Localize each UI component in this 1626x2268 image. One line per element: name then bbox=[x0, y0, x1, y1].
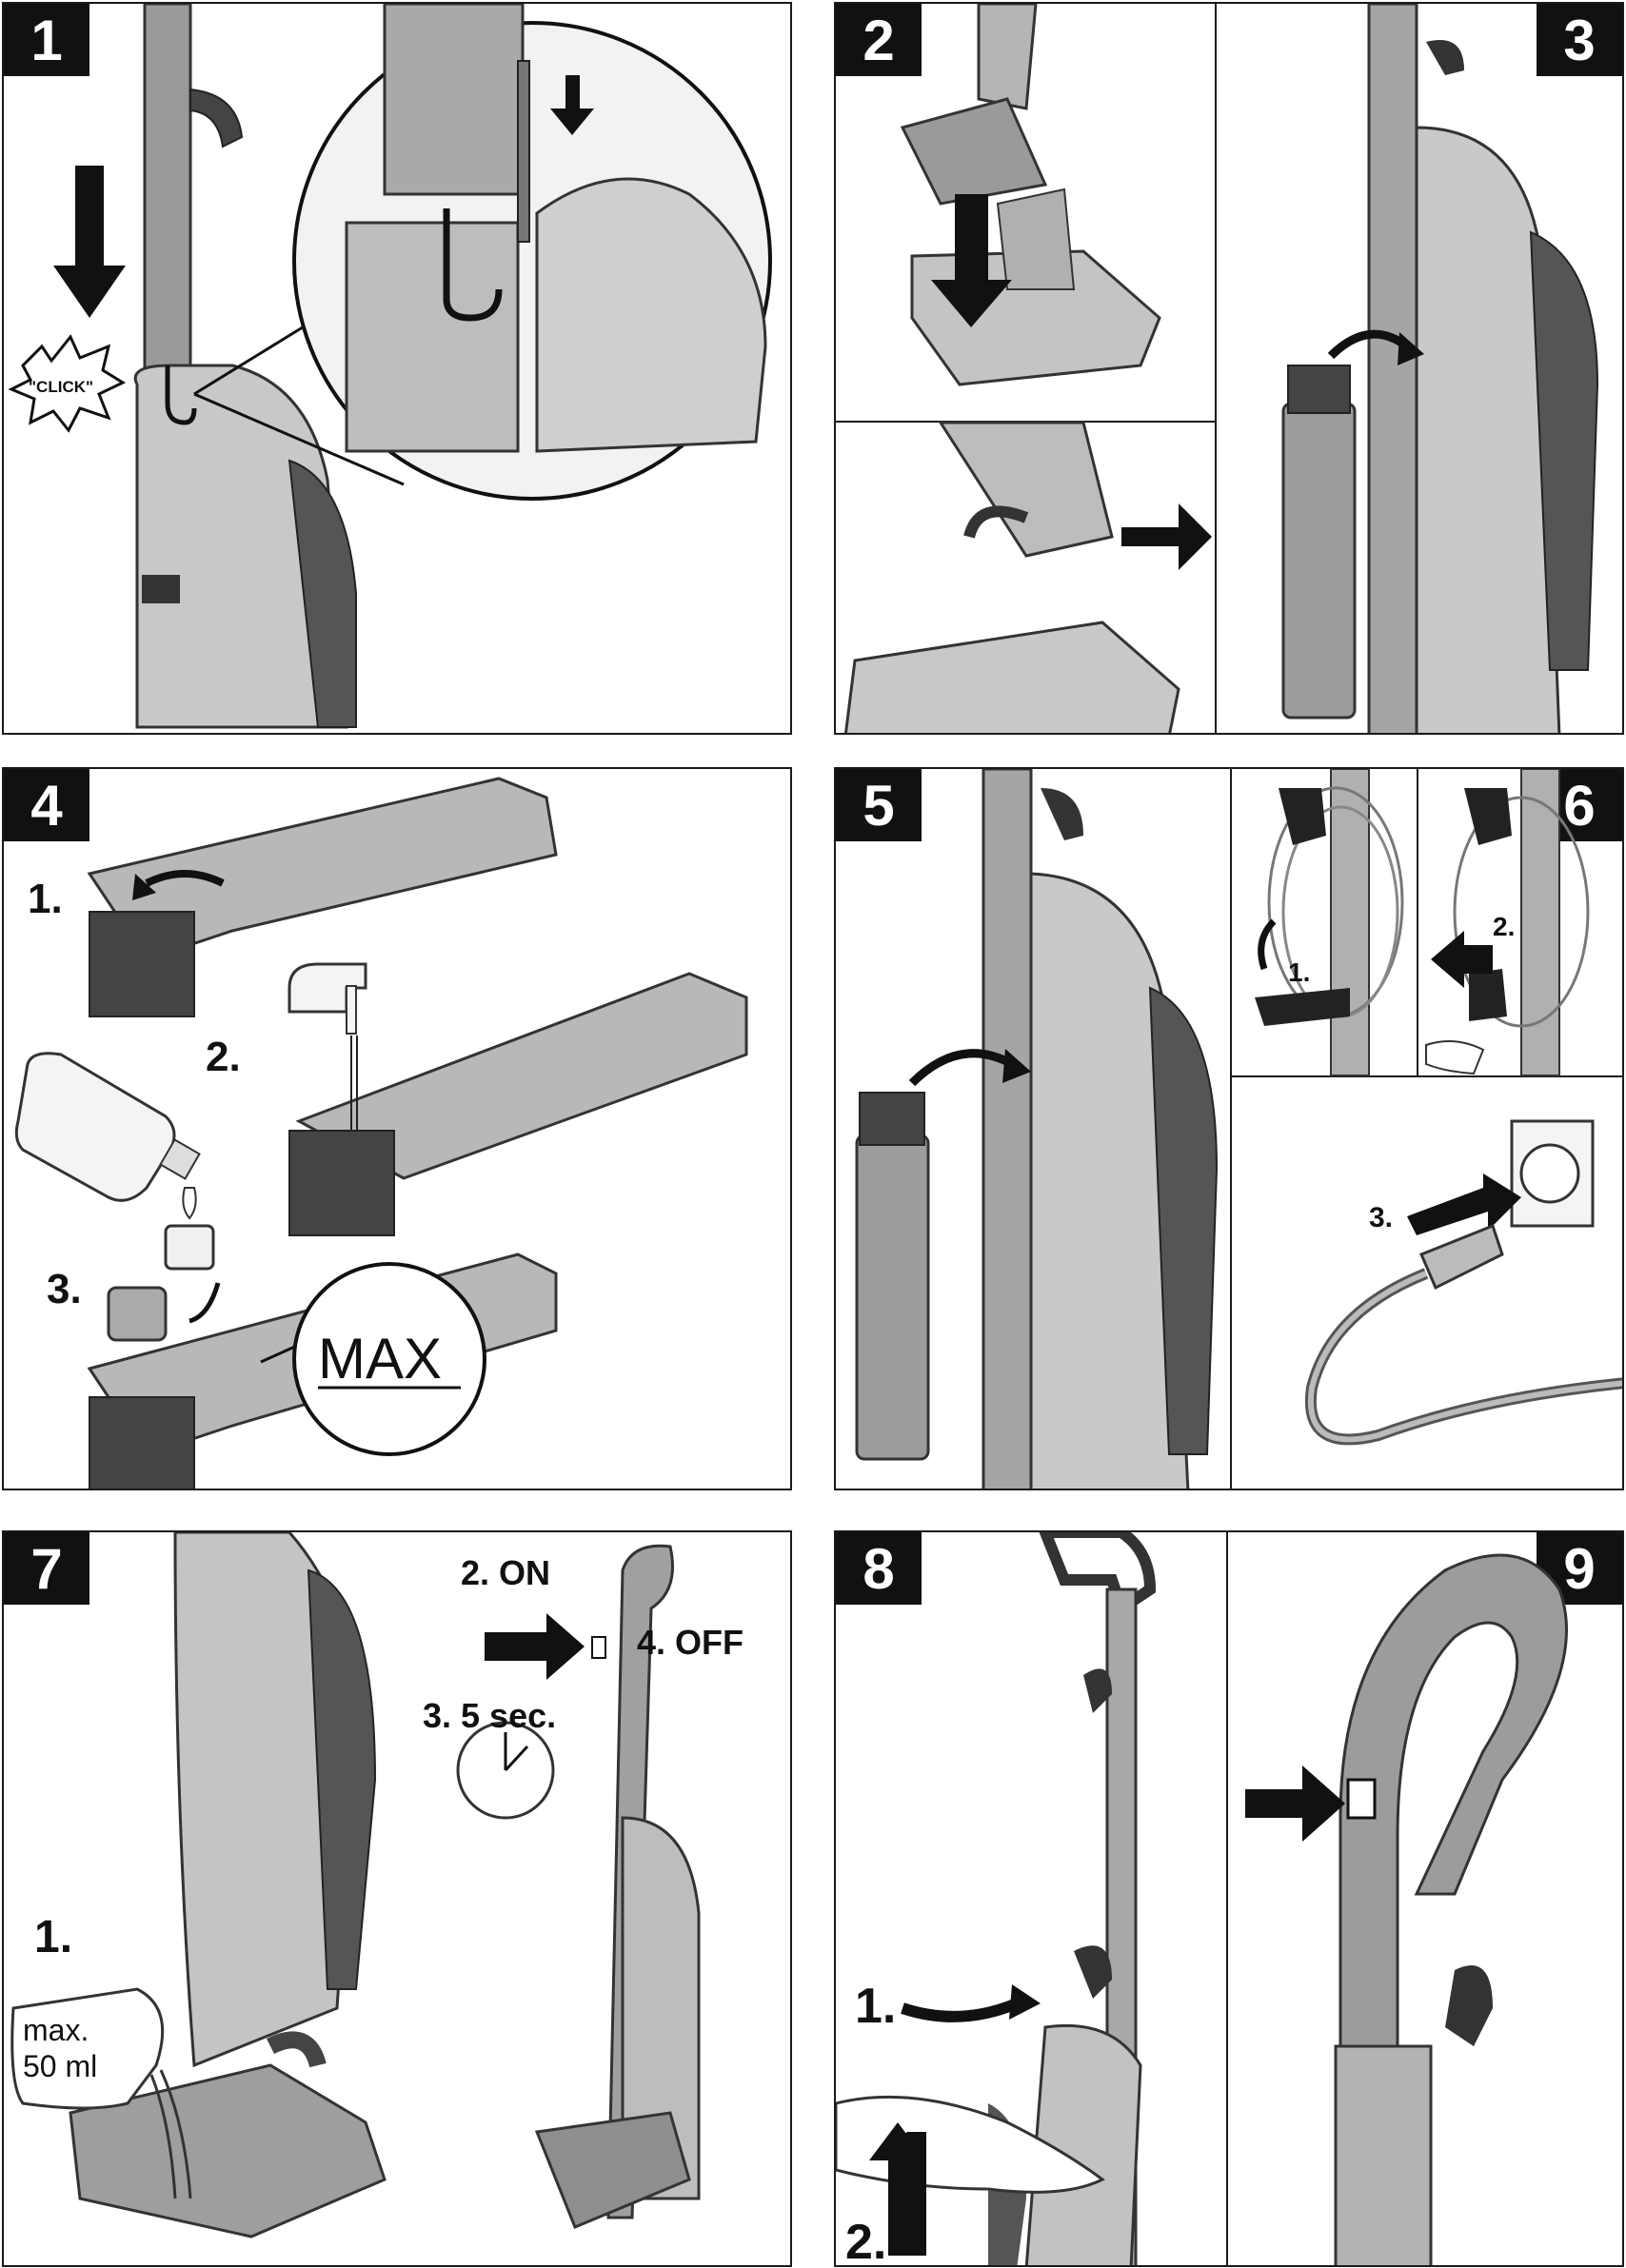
step-label-3: 3. bbox=[1369, 1202, 1394, 1233]
step-number-8: 8 bbox=[836, 1532, 922, 1605]
step-label-1: 1. bbox=[1288, 957, 1311, 987]
panel-4: 4 1. 2. 3. MAX bbox=[2, 767, 792, 1490]
cup-label-volume: 50 ml bbox=[23, 2049, 98, 2083]
step-label-2: 2. bbox=[1493, 912, 1516, 941]
panel-1: 1 "CLICK" bbox=[2, 2, 792, 735]
max-marker-label: MAX bbox=[318, 1327, 443, 1390]
illustration-cord-and-plug bbox=[855, 769, 1622, 1489]
panel-8-9: 8 9 1. 2. bbox=[834, 1530, 1624, 2267]
step-label-1: 1. bbox=[28, 876, 63, 922]
panel-2-3: 2 3 bbox=[834, 2, 1624, 735]
step-number-5: 5 bbox=[836, 769, 922, 841]
divider-5-6 bbox=[1230, 769, 1232, 1489]
on-label: 2. ON bbox=[461, 1553, 551, 1592]
wait-label: 3. 5 sec. bbox=[423, 1696, 557, 1735]
step-label-2: 2. bbox=[206, 1034, 241, 1080]
step-number-4: 4 bbox=[4, 769, 89, 841]
illustration-fill-tank bbox=[14, 777, 748, 1489]
illustration-handle-release bbox=[836, 1532, 1568, 2265]
off-label: 4. OFF bbox=[637, 1623, 744, 1662]
panel-5-6: 5 6 1. 2. 3. bbox=[834, 767, 1624, 1490]
click-callout: "CLICK" bbox=[29, 378, 94, 396]
step-label-2: 2. bbox=[845, 2215, 887, 2267]
step-number-7: 7 bbox=[4, 1532, 89, 1605]
illustration-handle-attach bbox=[8, 4, 772, 729]
cup-label-max: max. bbox=[23, 2013, 89, 2047]
divider-6-top bbox=[1417, 769, 1418, 1075]
divider-8-9 bbox=[1226, 1532, 1228, 2265]
illustration-foot-and-tank bbox=[843, 4, 1599, 733]
divider-vertical bbox=[1215, 4, 1217, 733]
step-label-1: 1. bbox=[34, 1912, 73, 1962]
step-number-3: 3 bbox=[1537, 4, 1622, 76]
step-number-2: 2 bbox=[836, 4, 922, 76]
illustration-fill-and-power bbox=[10, 1532, 701, 2238]
step-label-1: 1. bbox=[855, 1979, 897, 2034]
step-number-1: 1 bbox=[4, 4, 89, 76]
step-label-3: 3. bbox=[47, 1266, 82, 1312]
panel-7: 7 1. max. 50 ml 2. ON 4. OFF 3. 5 sec. bbox=[2, 1530, 792, 2267]
divider-6-sub bbox=[1230, 1075, 1622, 1077]
